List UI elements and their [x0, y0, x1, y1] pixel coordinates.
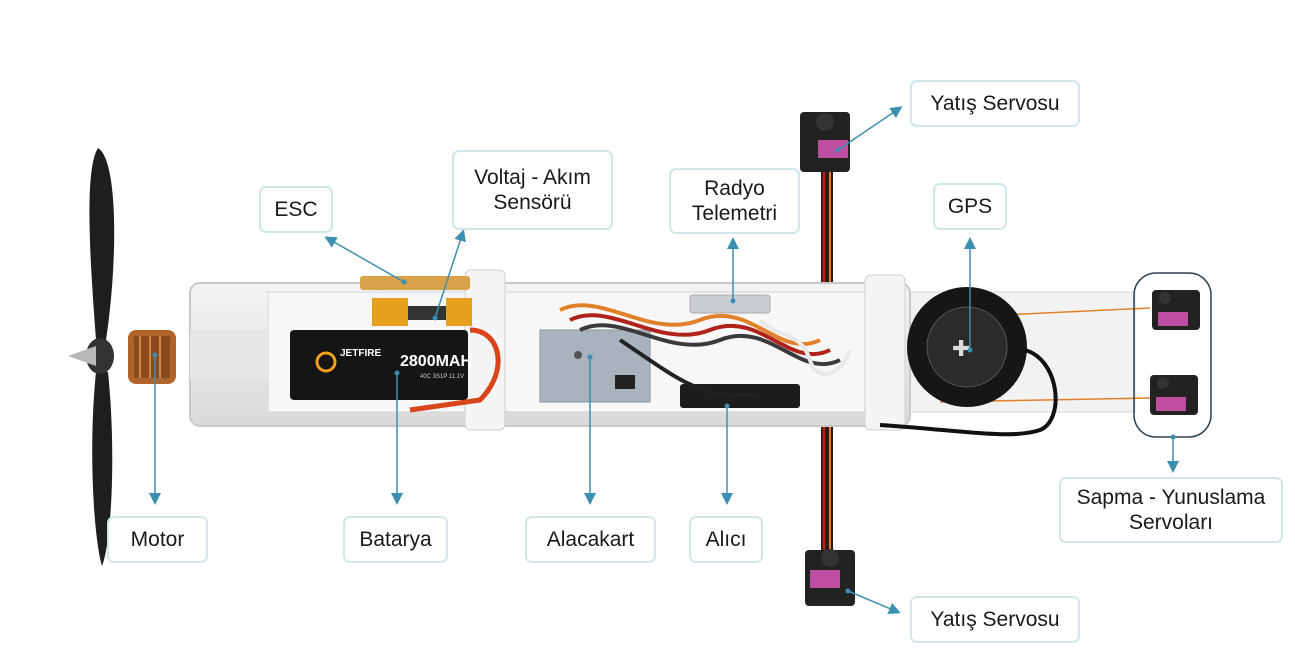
flight-controller — [539, 329, 651, 403]
label-flight-controller: Alacakart — [525, 516, 656, 563]
label-roll-servo-bottom: Yatış Servosu — [910, 596, 1080, 643]
label-battery-text: Batarya — [359, 528, 432, 551]
label-flight-controller-text: Alacakart — [546, 528, 635, 551]
callout-arrows — [149, 106, 1179, 615]
label-radio-telemetry-line2: Telemetri — [691, 202, 778, 225]
arrow-dots — [152, 147, 1176, 594]
label-tail-servos: Sapma - Yunuslama Servoları — [1059, 477, 1283, 543]
label-roll-servo-top: Yatış Servosu — [910, 80, 1080, 127]
label-radio-telemetry-line1: Radyo — [704, 177, 765, 200]
radio-telemetry — [689, 294, 771, 314]
battery-brand: JETFIRE — [340, 348, 381, 359]
svg-text:✚: ✚ — [952, 337, 970, 362]
tail-servo-yaw — [1152, 290, 1200, 330]
label-gps-text: GPS — [947, 195, 993, 218]
label-tail-servos-line1: Sapma - Yunuslama — [1076, 486, 1266, 509]
label-receiver: Alıcı — [689, 516, 763, 563]
roll-servo-top — [800, 112, 850, 172]
label-receiver-text: Alıcı — [705, 528, 747, 551]
label-tail-servos-line2: Servoları — [1128, 511, 1214, 534]
label-esc: ESC — [259, 186, 333, 233]
roll-servo-bottom — [805, 549, 855, 606]
voltage-current-sensor — [372, 298, 472, 326]
label-motor: Motor — [107, 516, 208, 563]
tail-servo-pitch — [1150, 375, 1198, 415]
label-motor-text: Motor — [130, 528, 185, 551]
label-radio-telemetry: Radyo Telemetri — [669, 168, 800, 234]
label-roll-servo-top-text: Yatış Servosu — [930, 92, 1060, 115]
label-voltage-current-sensor: Voltaj - Akım Sensörü — [452, 150, 613, 230]
label-esc-text: ESC — [274, 198, 318, 221]
label-battery: Batarya — [343, 516, 448, 563]
label-voltage-line2: Sensörü — [493, 191, 572, 214]
motor — [128, 330, 176, 384]
wiring — [559, 303, 852, 398]
label-gps: GPS — [933, 183, 1007, 230]
propeller — [68, 148, 115, 566]
battery-spec: 40C 3S1P 11.1V — [420, 374, 464, 380]
label-roll-servo-bottom-text: Yatış Servosu — [930, 608, 1060, 631]
label-voltage-line1: Voltaj - Akım — [474, 166, 591, 189]
battery-capacity: 2800MAH — [400, 353, 472, 370]
esc — [360, 276, 470, 290]
battery: JETFIRE 2800MAH 40C 3S1P 11.1V — [290, 327, 501, 413]
gps-module: ✚ — [879, 287, 1058, 437]
